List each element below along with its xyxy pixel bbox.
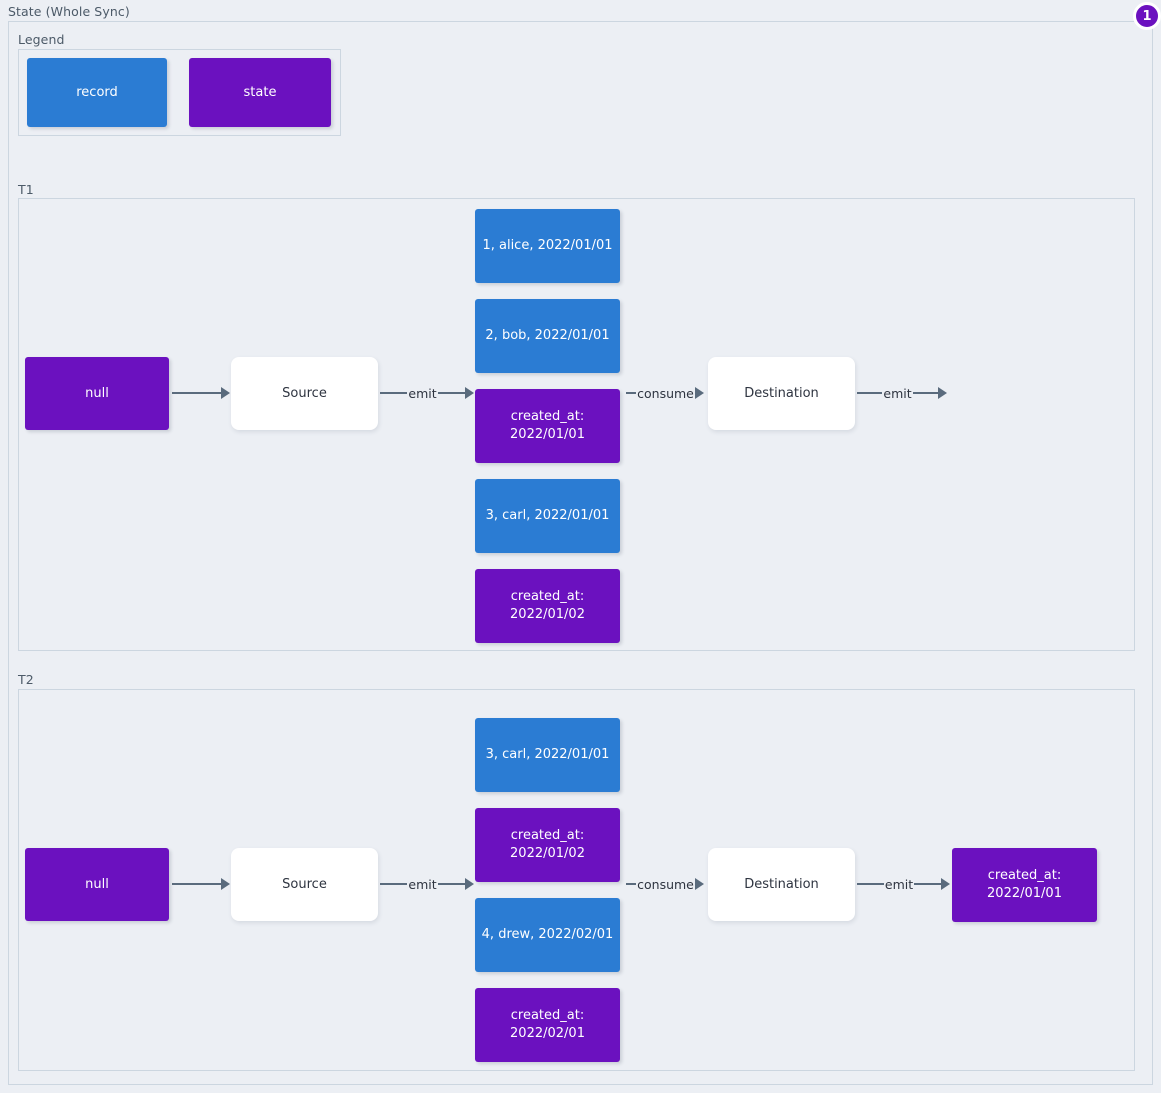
t2-destination-node: Destination	[708, 848, 855, 921]
t2-final-state-node: created_at: 2022/01/01	[952, 848, 1097, 922]
t1-stream-item: created_at: 2022/01/02	[475, 569, 620, 643]
t1-stream-item: created_at: 2022/01/01	[475, 389, 620, 463]
t1-stream-item: 1, alice, 2022/01/01	[475, 209, 620, 283]
group-label-t2: T2	[18, 672, 34, 687]
t2-stream-item: 3, carl, 2022/01/01	[475, 718, 620, 792]
diagram-title: State (Whole Sync)	[8, 4, 130, 19]
t1-initial-state-node: null	[25, 357, 169, 430]
group-label-t1: T1	[18, 182, 34, 197]
step-badge[interactable]: 1	[1133, 2, 1161, 30]
t1-destination-node: Destination	[708, 357, 855, 430]
legend-label: Legend	[18, 32, 65, 47]
t2-stream-item: created_at: 2022/02/01	[475, 988, 620, 1062]
legend-swatch-record: record	[27, 58, 167, 127]
t1-stream-item: 3, carl, 2022/01/01	[475, 479, 620, 553]
legend-swatch-state: state	[189, 58, 331, 127]
t2-stream-item: created_at: 2022/01/02	[475, 808, 620, 882]
t2-source-node: Source	[231, 848, 378, 921]
t1-stream-item: 2, bob, 2022/01/01	[475, 299, 620, 373]
t2-stream-item: 4, drew, 2022/02/01	[475, 898, 620, 972]
t2-initial-state-node: null	[25, 848, 169, 921]
t1-source-node: Source	[231, 357, 378, 430]
